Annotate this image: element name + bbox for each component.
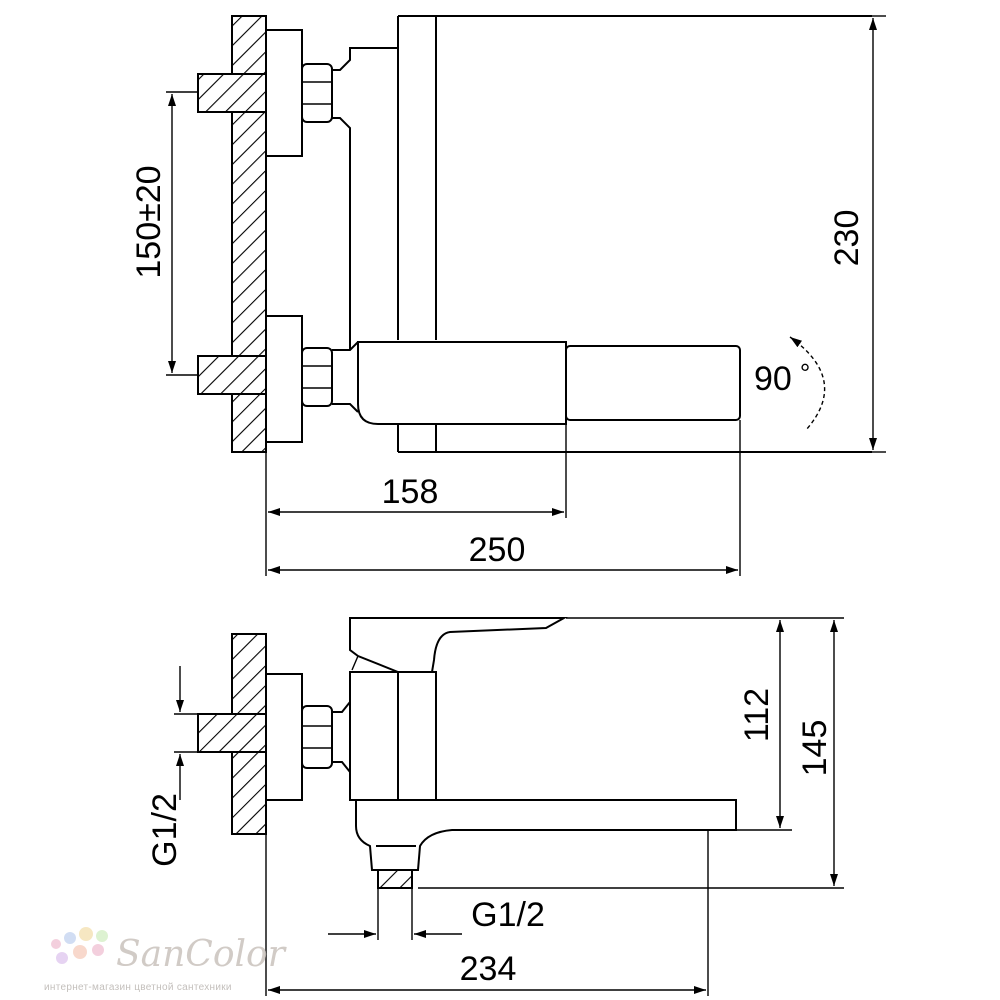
eccentric-lower	[332, 341, 359, 413]
inlet-pipe-upper	[197, 73, 267, 113]
dim-rotation: 90°	[754, 358, 810, 398]
nut-lower	[301, 347, 333, 407]
watermark-logo: SanColor интернет-магазин цветной сантех…	[44, 927, 287, 993]
dim-reach-234: 234	[460, 950, 517, 988]
side-view: 112 145 G1/2 G1/2 234	[146, 617, 844, 996]
mixer-body-side	[349, 671, 437, 801]
dim-handle-height-112: 112	[738, 688, 776, 742]
logo-dot	[73, 945, 87, 959]
logo-dot	[51, 939, 61, 949]
logo-dot	[56, 952, 68, 964]
flange-lower	[265, 315, 303, 443]
logo-dots	[51, 927, 108, 964]
dim-height-230: 230	[828, 210, 866, 267]
dim-outlet-thread: G1/2	[471, 896, 545, 934]
outlet-aerator	[377, 869, 413, 889]
inlet-pipe-side	[197, 713, 267, 753]
rotation-arc	[789, 336, 826, 431]
dim-total-height-145: 145	[796, 720, 834, 777]
dim-inlet-thread: G1/2	[146, 793, 184, 867]
handle-top	[565, 345, 741, 421]
lever-handle-side	[349, 617, 568, 673]
flange-upper	[265, 29, 303, 157]
logo-dot	[96, 930, 108, 942]
logo-brand: SanColor	[116, 934, 287, 975]
logo-dot	[92, 944, 104, 956]
spout-body-top	[397, 15, 872, 453]
dim-inner-158: 158	[382, 473, 439, 511]
mixer-body-top	[357, 341, 567, 425]
logo-dot	[79, 927, 93, 941]
inlet-pipe-lower	[197, 355, 267, 395]
top-view: 90° 230 150±20 158 250	[130, 15, 886, 576]
nut-side	[301, 705, 333, 769]
logo-dot	[64, 932, 76, 944]
nut-upper	[301, 63, 333, 123]
dim-outer-250: 250	[469, 531, 526, 569]
spout-side	[355, 799, 737, 871]
logo-tagline: интернет-магазин цветной сантехники	[44, 982, 232, 993]
eccentric-upper	[332, 47, 398, 350]
flange-side	[265, 673, 303, 801]
dim-spacing-150: 150±20	[130, 165, 168, 278]
